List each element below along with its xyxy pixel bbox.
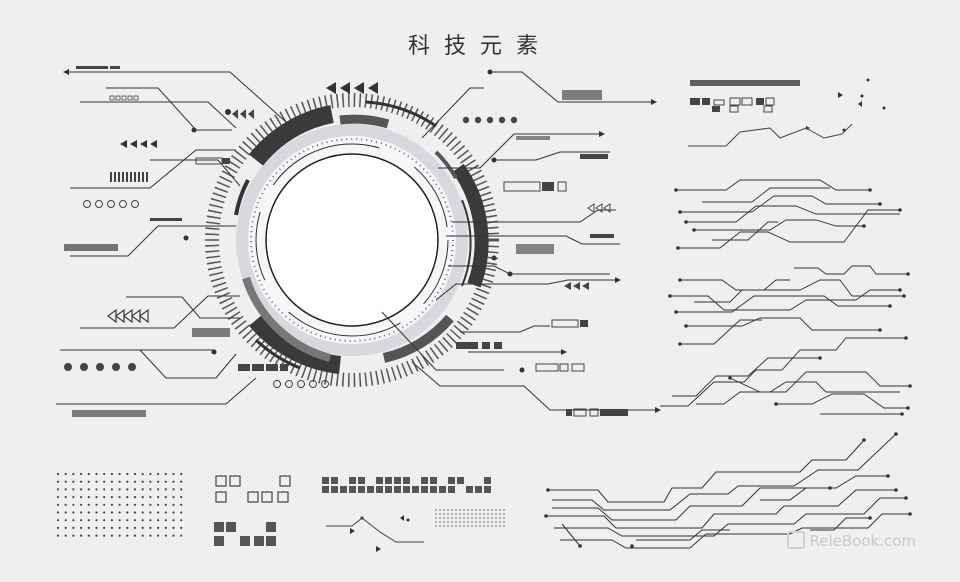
right-circuit-lines <box>381 71 661 413</box>
bottom-pixel-strip <box>322 477 491 493</box>
right-hud-widgets <box>456 69 628 417</box>
small-dot-grid <box>435 509 505 527</box>
top-right-pixel-block <box>690 80 800 113</box>
dot-grid <box>56 472 183 537</box>
bottom-right-nodes <box>544 432 912 548</box>
bottom-mini-graph <box>326 515 424 552</box>
top-right-graph <box>688 78 886 147</box>
left-hud-widgets <box>64 66 329 417</box>
watermark-text: ReleBook.com <box>809 532 916 550</box>
hud-ring <box>205 82 499 387</box>
watermark-logo-icon <box>787 531 806 549</box>
left-circuit-lines <box>56 69 287 405</box>
right-circuit-traces <box>660 179 910 415</box>
page-title: 科技元素 <box>407 34 552 59</box>
watermark: ReleBook.com <box>787 531 916 550</box>
right-circuit-nodes <box>668 188 912 416</box>
bottom-pixel-boxes <box>214 475 291 546</box>
bottom-right-circuits <box>546 433 910 549</box>
